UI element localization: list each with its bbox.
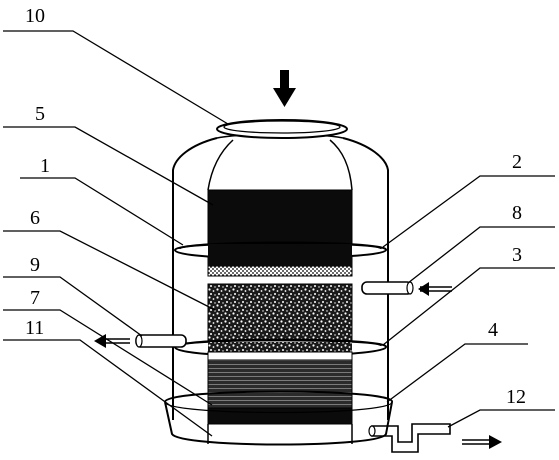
side-pipe-right [361, 281, 414, 295]
label-4: 4 [488, 319, 498, 341]
left-outlet-arrow-icon [94, 334, 130, 348]
part-labels: 10 5 1 6 9 7 11 2 8 3 4 12 [25, 5, 526, 408]
left-arrow-icon [418, 282, 452, 296]
bottom-outlet-pipe [368, 423, 451, 453]
top-inlet-flange [216, 119, 348, 139]
packed-column [207, 189, 353, 444]
bottom-basin [164, 390, 394, 446]
white-gap-layer [207, 351, 353, 361]
label-6: 6 [30, 207, 40, 229]
label-8: 8 [512, 202, 522, 224]
dotted-separator-layer [207, 265, 353, 277]
support-plate-upper [173, 241, 388, 266]
label-12: 12 [506, 386, 526, 408]
label-5: 5 [35, 103, 45, 125]
label-3: 3 [512, 244, 522, 266]
support-plate-lower [173, 338, 388, 361]
label-9: 9 [30, 254, 40, 276]
label-2: 2 [512, 151, 522, 173]
side-pipe-left [135, 334, 187, 348]
label-1: 1 [40, 155, 50, 177]
bottom-dark-band [207, 407, 353, 425]
striped-packing [207, 359, 353, 409]
label-11: 11 [25, 317, 44, 339]
right-outlet-arrow-icon [462, 435, 502, 449]
inlet-arrow-icon [273, 70, 296, 107]
leader-lines [3, 30, 555, 437]
label-10: 10 [25, 5, 45, 27]
label-7: 7 [30, 287, 40, 309]
